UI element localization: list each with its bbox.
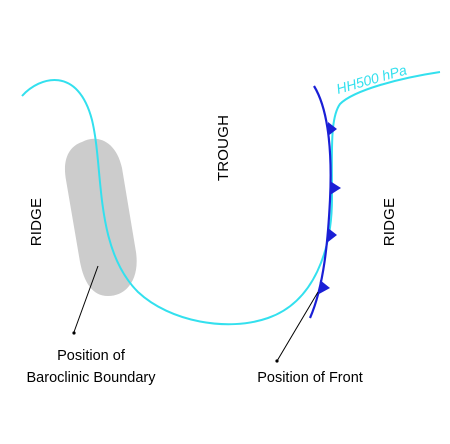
- front-triangle: [328, 122, 337, 136]
- trough-label: TROUGH: [215, 115, 232, 181]
- baroclinic-caption-line1: Position of: [57, 348, 126, 364]
- front-pointer-dot: [275, 359, 279, 363]
- front-triangle: [328, 228, 337, 242]
- front-triangle: [330, 181, 341, 195]
- baroclinic-pointer-line: [73, 265, 99, 333]
- baroclinic-pointer-dot: [72, 331, 76, 335]
- hh500-contour-line: [21, 71, 441, 326]
- contour-label: HH500 hPa: [334, 61, 408, 96]
- baroclinic-zone: [64, 138, 137, 296]
- ridge-right-label: RIDGE: [381, 198, 398, 247]
- front-pointer-line: [276, 291, 319, 362]
- front-triangle: [319, 280, 330, 294]
- baroclinic-caption-line2: Baroclinic Boundary: [27, 370, 157, 386]
- front-caption: Position of Front: [257, 370, 363, 386]
- ridge-left-label: RIDGE: [28, 198, 45, 247]
